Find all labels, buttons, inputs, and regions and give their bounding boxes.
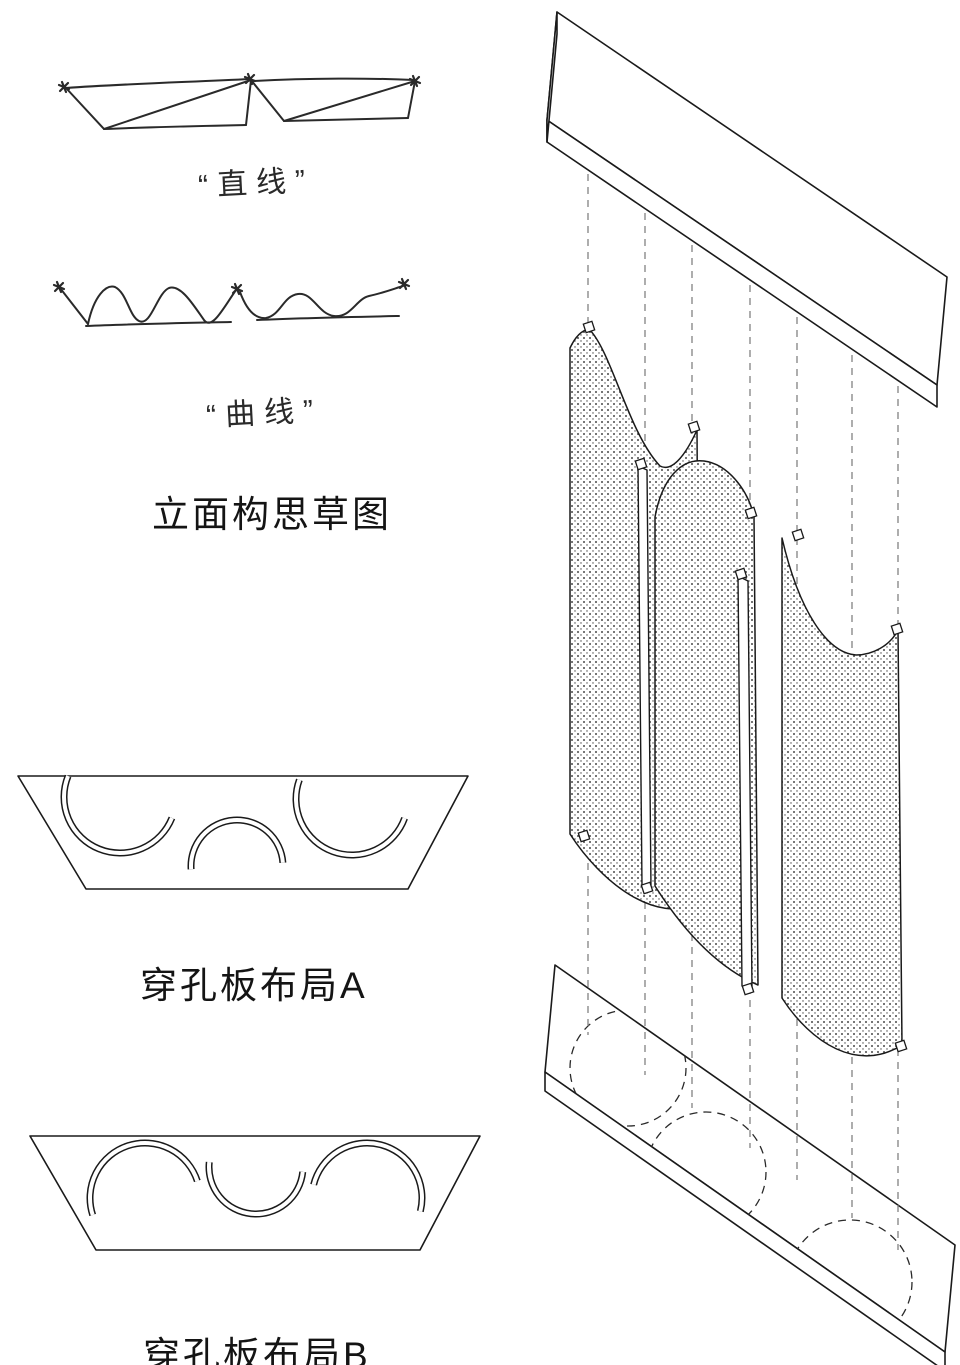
ceiling-slab [546,11,948,408]
plan-layout-b [29,1135,481,1251]
layout-a-arc-right [292,778,408,859]
plan-layout-a [17,774,469,890]
ceiling-top-face [546,11,948,386]
layout-b-arc-right [310,1139,426,1213]
caption-layout-a: 穿孔板布局A [140,965,368,1006]
label-straight-line: “直线” [197,163,315,204]
connector-nodes [577,320,908,1053]
perforated-panel-2 [654,460,759,986]
floor-slab [544,964,956,1365]
layout-b-arc-left [86,1139,201,1217]
hanging-panels [569,328,903,1057]
layout-a-arc-left [60,774,176,857]
sketch-curved-lines [52,277,411,327]
sketch-knot [57,80,71,94]
caption-layout-b: 穿孔板布局B [143,1335,371,1365]
axonometric-view [544,11,956,1365]
floor-front-face [544,1071,946,1365]
ceiling-end-face [546,11,558,143]
caption-elevation-sketch: 立面构思草图 [152,494,392,535]
sketch-knot [397,277,411,291]
sketch-knot [408,74,422,88]
perforated-panel-3 [781,537,903,1057]
sketch-knot [243,72,257,86]
layout-b-arc-middle [205,1161,307,1218]
sketch-straight-lines [57,72,422,130]
layout-a-arc-middle [187,816,287,870]
label-curved-line: “曲线” [205,393,323,434]
sketch-knot [230,282,244,296]
layout-a-panel-outline [17,775,469,890]
layout-b-panel-outline [29,1135,481,1251]
sketch-knot [52,280,66,294]
floor-circle-3 [787,1219,913,1345]
